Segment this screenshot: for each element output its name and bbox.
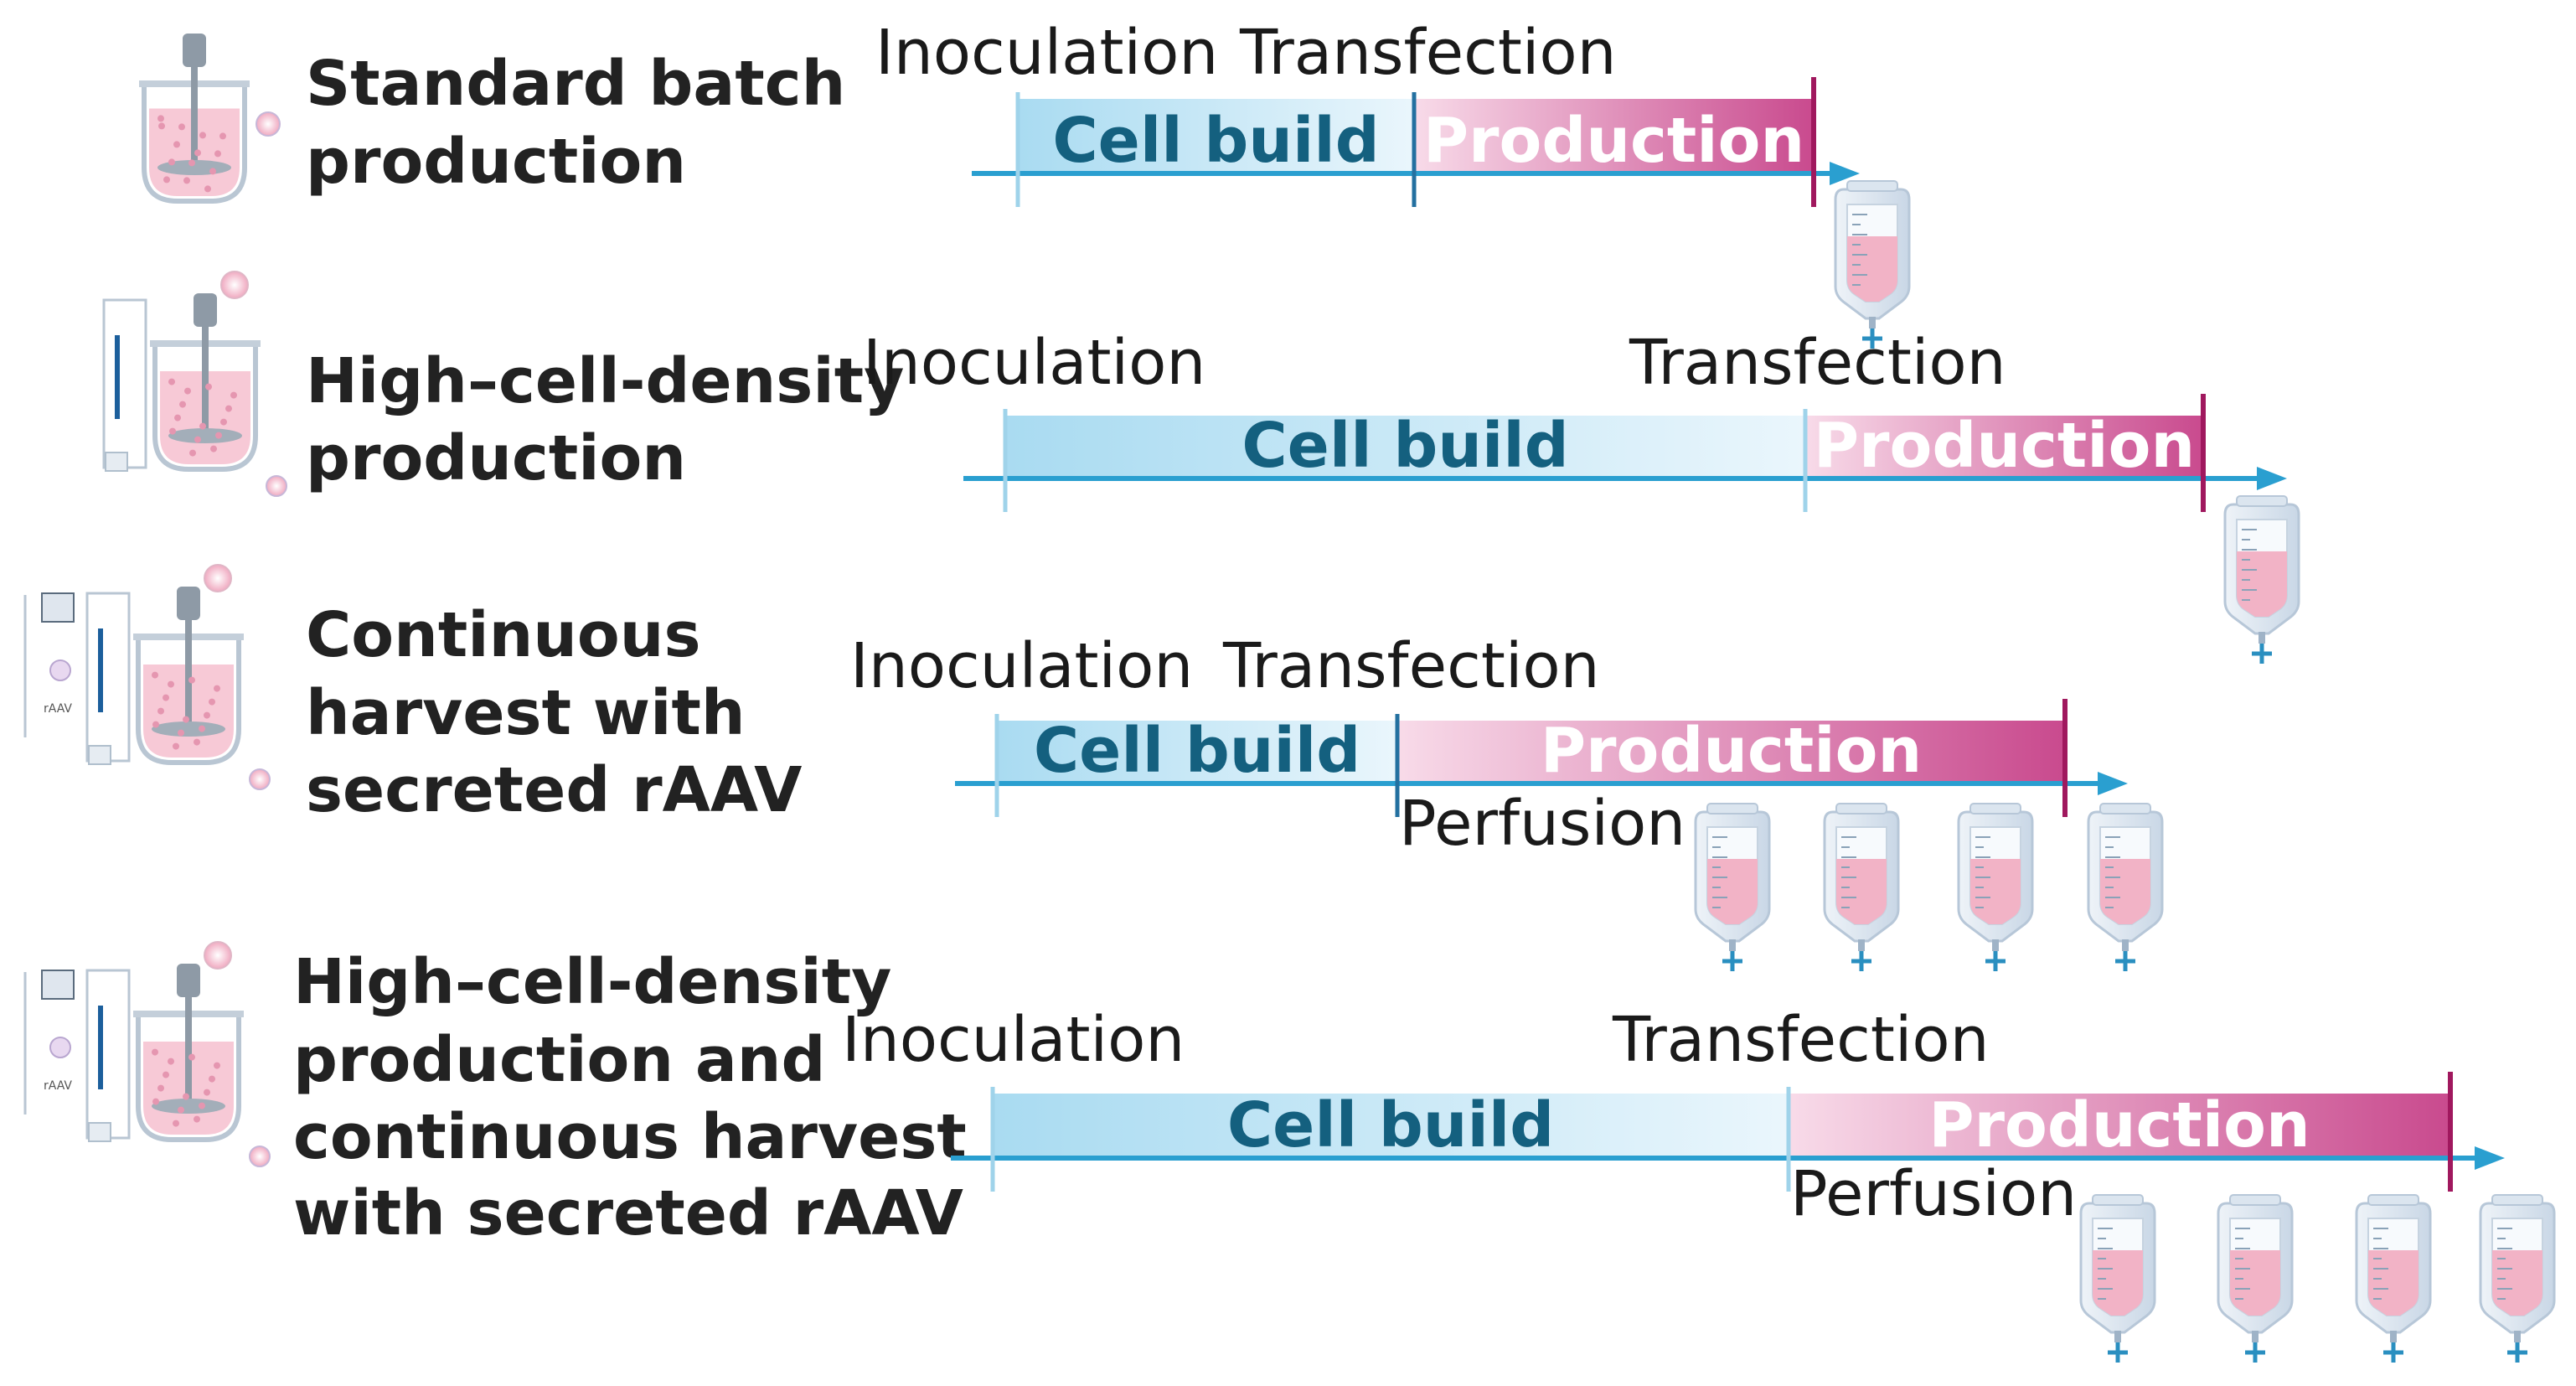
inoculation-label: Inoculation xyxy=(842,1004,1185,1076)
hcd-continuous-harvest-bioreactor-icon: rAAV xyxy=(23,941,271,1167)
production-label: Production xyxy=(1928,1089,2310,1161)
cell-sphere-icon xyxy=(204,564,232,592)
row-title-line: Standard batch xyxy=(306,48,845,120)
row-title-line: High–cell-density xyxy=(293,946,891,1018)
cell-build-label: Cell build xyxy=(1227,1089,1554,1161)
cell-build-label: Cell build xyxy=(1034,715,1360,787)
iv-bag-icon xyxy=(2079,1194,2156,1363)
transfection-label: Transfection xyxy=(1239,17,1617,89)
perfusion-loop xyxy=(85,592,131,763)
production-label: Production xyxy=(1423,105,1804,177)
timeline-arrowhead xyxy=(2475,1146,2505,1170)
row-title-line: Continuous xyxy=(306,599,701,671)
virus-icon xyxy=(49,1037,71,1058)
production-phase-bar xyxy=(1805,416,2203,478)
perfusion-loop xyxy=(102,298,147,469)
perfusion-loop xyxy=(85,969,131,1140)
iv-bag-icon xyxy=(2479,1194,2556,1363)
row-title-line: secreted rAAV xyxy=(306,754,802,826)
pump-icon xyxy=(88,745,111,765)
iv-bag-icon xyxy=(2217,1194,2294,1363)
row-title-line: High–cell-density xyxy=(306,345,904,417)
bioreactor-vessel xyxy=(150,293,261,472)
harvest-pump-icon xyxy=(41,970,75,1000)
bioreactor-vessel xyxy=(139,34,250,204)
production-label: Production xyxy=(1814,410,2195,482)
cell-sphere-icon xyxy=(249,768,271,790)
perfusion-label: Perfusion xyxy=(1790,1158,2077,1230)
cell-build-phase-bar xyxy=(1005,416,1805,478)
iv-bag-icon xyxy=(1957,803,2034,971)
cell-build-phase-bar xyxy=(993,1094,1789,1158)
pump-icon xyxy=(88,1122,111,1142)
inoculation-label: Inoculation xyxy=(850,630,1193,702)
raav-label: rAAV xyxy=(44,1079,72,1093)
cell-sphere-icon xyxy=(249,1146,271,1167)
bioreactor-vessel xyxy=(133,587,244,765)
cell-sphere-icon xyxy=(256,111,281,137)
row-title-line: harvest with xyxy=(306,677,746,749)
harvest-pump-icon xyxy=(41,592,75,623)
production-phase-bar xyxy=(1414,99,1814,173)
perfusion-bioreactor-icon xyxy=(102,271,287,497)
production-label: Production xyxy=(1541,715,1922,787)
raav-label: rAAV xyxy=(44,702,72,716)
stirred-tank-bioreactor-icon xyxy=(139,34,281,204)
timeline-arrowhead xyxy=(1830,162,1860,185)
row-title-line: production xyxy=(306,422,686,494)
cell-build-phase-bar xyxy=(997,721,1397,784)
cell-build-label: Cell build xyxy=(1052,105,1379,177)
timeline-arrowhead xyxy=(2098,772,2128,795)
iv-bag-icon xyxy=(1834,180,1911,349)
iv-bag-icon xyxy=(2223,495,2300,664)
cell-sphere-icon xyxy=(220,271,249,299)
row-title-line: with secreted rAAV xyxy=(293,1177,963,1249)
cell-sphere-icon xyxy=(266,475,287,497)
iv-bag-icon xyxy=(2355,1194,2432,1363)
cell-build-label: Cell build xyxy=(1242,410,1568,482)
row-title-line: production xyxy=(306,126,686,198)
production-phase-bar xyxy=(1789,1094,2450,1158)
iv-bag-icon xyxy=(1694,803,1771,971)
cell-sphere-icon xyxy=(204,941,232,970)
inoculation-label: Inoculation xyxy=(863,327,1205,399)
inoculation-label: Inoculation xyxy=(875,17,1218,89)
row-title-line: production and xyxy=(293,1024,825,1096)
row-title-line: continuous harvest xyxy=(293,1101,967,1173)
timeline-arrowhead xyxy=(2257,467,2287,490)
transfection-label: Transfection xyxy=(1612,1004,1990,1076)
bioreactor-vessel xyxy=(133,964,244,1142)
pump-icon xyxy=(105,452,128,472)
iv-bag-icon xyxy=(1823,803,1900,971)
continuous-harvest-bioreactor-icon: rAAV xyxy=(23,564,271,790)
virus-icon xyxy=(49,659,71,681)
transfection-label: Transfection xyxy=(1629,327,2006,399)
cell-build-phase-bar xyxy=(1018,99,1414,173)
perfusion-label: Perfusion xyxy=(1399,788,1685,860)
production-phase-bar xyxy=(1397,721,2065,784)
iv-bag-icon xyxy=(2087,803,2164,971)
transfection-label: Transfection xyxy=(1222,630,1600,702)
